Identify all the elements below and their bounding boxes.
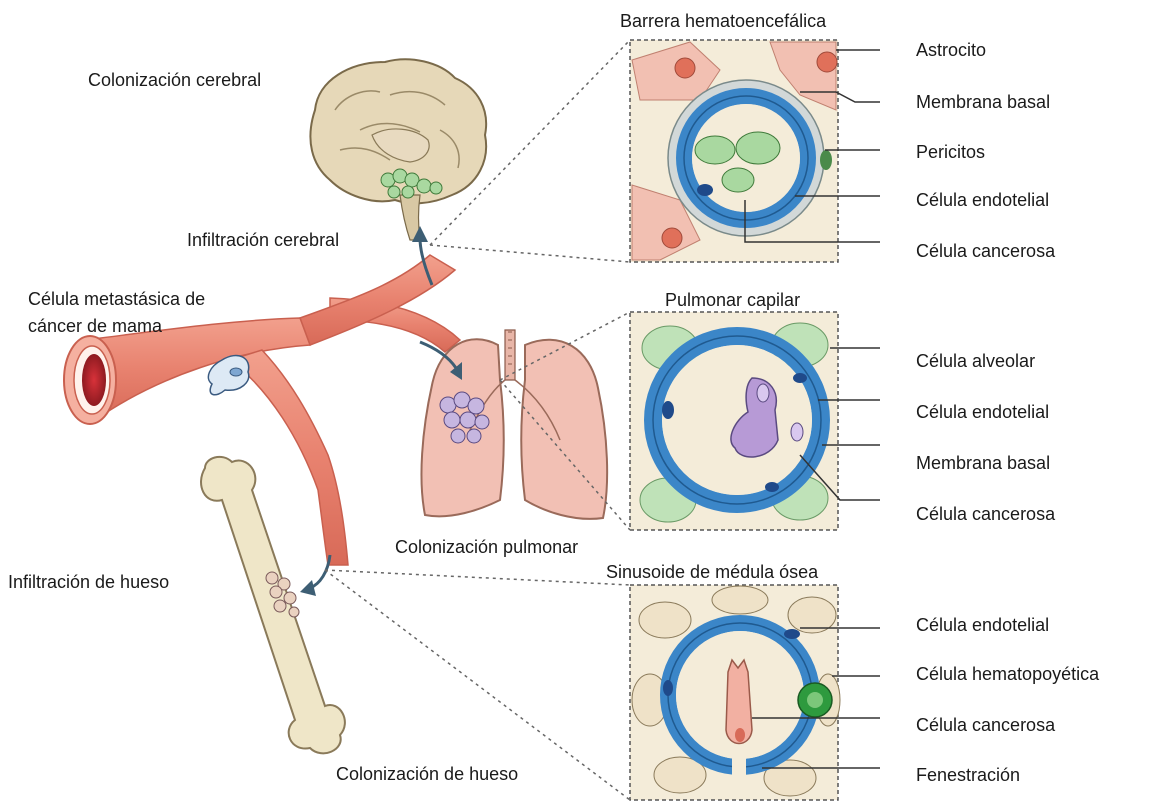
label-celula-endotelial-brain: Célula endotelial: [916, 190, 1049, 210]
label-celula-hematopoyetica: Célula hematopoyética: [916, 664, 1099, 684]
bone-infiltration-label: Infiltración de hueso: [8, 572, 169, 592]
panel-lung: [630, 312, 838, 530]
brain: [310, 59, 486, 240]
label-membrana-basal-lung: Membrana basal: [916, 453, 1050, 473]
label-celula-endotelial-lung: Célula endotelial: [916, 402, 1049, 422]
brain-infiltration-label: Infiltración cerebral: [187, 230, 339, 250]
label-fenestracion: Fenestración: [916, 765, 1020, 785]
lung-colonization-label: Colonización pulmonar: [395, 537, 578, 557]
brain-colonization-label: Colonización cerebral: [88, 70, 261, 90]
bone-arrow-head: [300, 580, 316, 596]
metastatic-cell-label-line1: Célula metastásica de: [28, 289, 205, 309]
label-celula-cancerosa-bone: Célula cancerosa: [916, 715, 1055, 735]
panel-brain: [630, 40, 838, 262]
panel-brain-title: Barrera hematoencefálica: [620, 11, 826, 31]
panel-bone-title: Sinusoide de médula ósea: [606, 562, 818, 582]
label-celula-cancerosa-brain: Célula cancerosa: [916, 241, 1055, 261]
label-celula-endotelial-bone: Célula endotelial: [916, 615, 1049, 635]
label-astrocito: Astrocito: [916, 40, 986, 60]
label-celula-cancerosa-lung: Célula cancerosa: [916, 504, 1055, 524]
bone-colonization-label: Colonización de hueso: [336, 764, 518, 784]
label-pericitos: Pericitos: [916, 142, 985, 162]
label-celula-alveolar: Célula alveolar: [916, 351, 1035, 371]
metastatic-cell-label-line2: cáncer de mama: [28, 316, 162, 336]
panel-lung-title: Pulmonar capilar: [665, 290, 800, 310]
label-membrana-basal-brain: Membrana basal: [916, 92, 1050, 112]
